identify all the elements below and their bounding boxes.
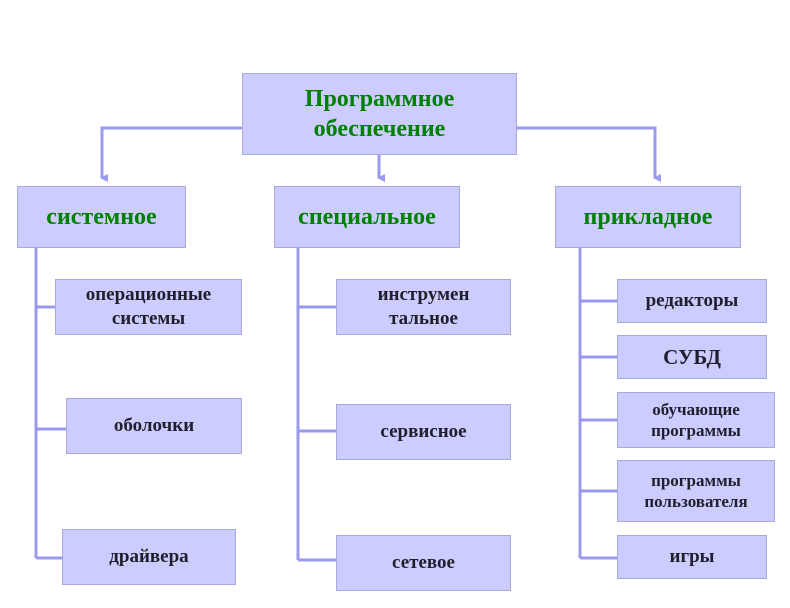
item-service: сервисное	[336, 404, 511, 460]
item-editors-label: редакторы	[645, 290, 739, 312]
item-games-label: игры	[669, 546, 715, 568]
item-tooling: инструмен тальное	[336, 279, 511, 335]
category-system-label: системное	[46, 204, 157, 230]
category-special-label: специальное	[298, 204, 436, 230]
item-educational-programs: обучающие программы	[617, 392, 775, 448]
category-system: системное	[17, 186, 186, 248]
arrow-to-applied	[517, 126, 661, 182]
item-dbms: СУБД	[617, 335, 767, 379]
item-network-label: сетевое	[392, 552, 455, 574]
item-user-programs: программы пользователя	[617, 460, 775, 522]
item-tooling-label: инструмен тальное	[377, 284, 470, 329]
item-editors: редакторы	[617, 279, 767, 323]
item-network: сетевое	[336, 535, 511, 591]
item-service-label: сервисное	[380, 421, 467, 443]
root-node: Программное обеспечение	[242, 73, 517, 155]
category-applied: прикладное	[555, 186, 741, 248]
category-applied-label: прикладное	[583, 204, 713, 230]
arrow-to-system	[100, 126, 242, 182]
item-dbms-label: СУБД	[663, 344, 721, 369]
item-operating-systems: операционные системы	[55, 279, 242, 335]
item-games: игры	[617, 535, 767, 579]
item-educational-programs-label: обучающие программы	[651, 399, 741, 440]
item-shells-label: оболочки	[113, 415, 195, 437]
item-drivers: драйвера	[62, 529, 236, 585]
root-node-label: Программное обеспечение	[304, 86, 455, 142]
item-operating-systems-label: операционные системы	[85, 284, 212, 329]
category-special: специальное	[274, 186, 460, 248]
item-user-programs-label: программы пользователя	[644, 470, 748, 511]
item-drivers-label: драйвера	[109, 546, 189, 568]
item-shells: оболочки	[66, 398, 242, 454]
